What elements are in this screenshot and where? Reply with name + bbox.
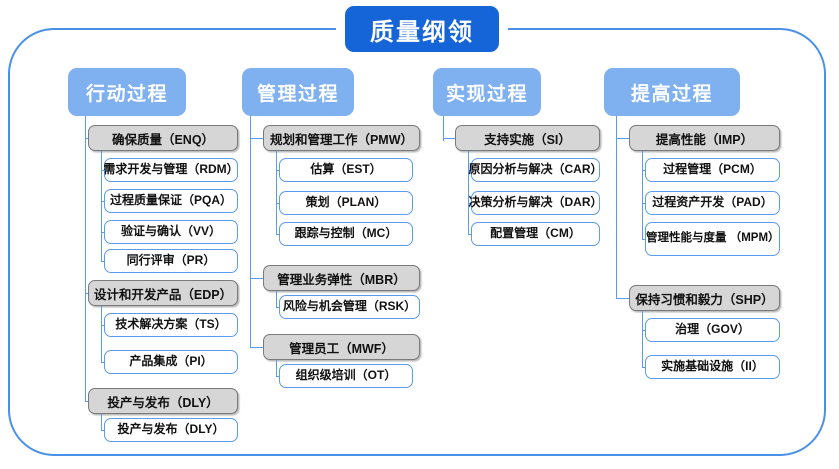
col2-stub-2 [250,278,265,279]
col4-trunk [616,116,617,298]
mwf-trunk [276,360,277,376]
col2-trunk [250,116,251,347]
leaf-rdm[interactable]: 需求开发与管理（RDM） [103,158,239,182]
si-trunk [468,151,469,234]
leaf-ot[interactable]: 组织级培训（OT） [279,364,413,388]
leaf-cm[interactable]: 配置管理（CM） [471,222,600,246]
col1-trunk [85,116,86,401]
group-box-dly[interactable]: 投产与发布（DLY） [88,388,238,414]
leaf-rsk[interactable]: 风险与机会管理（RSK） [279,295,420,319]
leaf-vv[interactable]: 验证与确认（VV） [104,220,238,244]
group-box-shp[interactable]: 保持习惯和毅力（SHP） [629,285,780,311]
leaf-gov[interactable]: 治理（GOV） [645,318,780,342]
leaf-pi[interactable]: 产品集成（PI） [104,350,238,374]
group-box-mwf[interactable]: 管理员工（MWF） [263,334,420,360]
group-box-si[interactable]: 支持实施（SI） [455,125,600,151]
leaf-est[interactable]: 估算（EST） [279,158,413,182]
leaf-car[interactable]: 原因分析与解决（CAR） [469,158,603,182]
leaf-mc[interactable]: 跟踪与控制（MC） [279,222,413,246]
leaf-ts[interactable]: 技术解决方案（TS） [104,313,238,337]
column-header-2[interactable]: 管理过程 [242,68,354,116]
group-box-pmw[interactable]: 规划和管理工作（PMW） [263,125,420,151]
pmw-trunk [276,151,277,234]
imp-trunk [642,151,643,239]
group-box-imp[interactable]: 提高性能（IMP） [629,125,780,151]
dly-trunk [101,414,102,430]
col3-trunk [443,116,444,141]
leaf-ii[interactable]: 实施基础设施（II） [645,355,780,379]
leaf-plan[interactable]: 策划（PLAN） [279,191,413,215]
shp-trunk [642,311,643,367]
group-box-enq[interactable]: 确保质量（ENQ） [88,125,238,151]
column-header-1[interactable]: 行动过程 [68,68,186,116]
group-box-mbr[interactable]: 管理业务弹性（MBR） [263,265,420,291]
column-header-4[interactable]: 提高过程 [604,68,740,116]
leaf-dly[interactable]: 投产与发布（DLY） [104,418,238,442]
mbr-trunk [276,291,277,307]
column-header-3[interactable]: 实现过程 [433,68,541,116]
leaf-pad[interactable]: 过程资产开发（PAD） [645,191,780,215]
leaf-mpm[interactable]: 管理性能与度量 （MPM） [645,222,780,256]
edp-trunk [101,306,102,362]
group-box-edp[interactable]: 设计和开发产品（EDP） [88,280,238,306]
leaf-pcm[interactable]: 过程管理（PCM） [645,158,780,182]
col2-stub-3 [250,347,265,348]
diagram-title: 质量纲领 [345,6,499,52]
leaf-dar[interactable]: 决策分析与解决（DAR） [469,191,603,215]
leaf-pr[interactable]: 同行评审（PR） [104,249,238,273]
leaf-pqa[interactable]: 过程质量保证（PQA） [104,189,238,213]
col3-stub-1 [443,138,457,139]
col4-stub-1 [616,138,631,139]
col4-stub-2 [616,298,631,299]
col2-stub-1 [250,138,265,139]
enq-trunk [101,151,102,261]
